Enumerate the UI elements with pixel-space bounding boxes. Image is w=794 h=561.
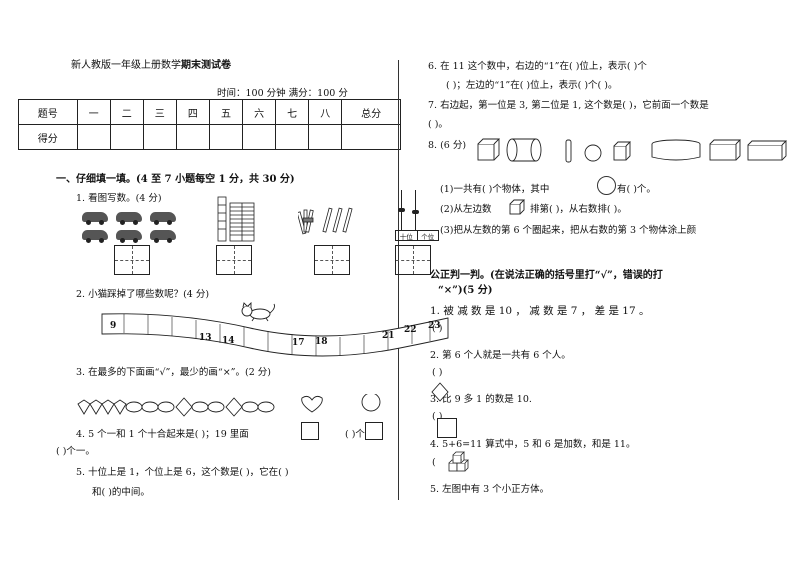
track-number: 17 [292, 338, 305, 348]
judge-1-paren[interactable]: ( ) [432, 323, 443, 334]
question-2: 2. 小猫踩掉了哪些数呢？(4 分) [76, 289, 210, 300]
track-number: 14 [222, 336, 235, 346]
abacus-bead [412, 210, 419, 214]
blank-square-icon [365, 422, 383, 440]
judge-2: 2. 第 6 个人就是一共有 6 个人。 [430, 350, 571, 361]
cube-icon [509, 199, 526, 215]
number-track [101, 313, 449, 357]
section-1-heading: 一、仔细填一填。(4 至 7 小题每空 1 分，共 30 分) [56, 174, 295, 185]
score-input-cell[interactable] [308, 124, 343, 150]
question-4-part: ( )个 [345, 429, 365, 440]
score-input-cell[interactable] [341, 124, 401, 150]
car-icon [150, 230, 176, 243]
column-divider [398, 60, 399, 500]
score-row-label: 得分 [18, 124, 78, 150]
score-input-cell[interactable] [208, 124, 244, 150]
answer-box[interactable] [216, 245, 252, 275]
question-7-cont: ( )。 [428, 119, 448, 130]
question-7: 7. 右边起，第一位是 3, 第二位是 1, 这个数是( )，它前面一个数是 [428, 100, 709, 111]
track-number: 13 [199, 333, 212, 343]
time-score-line: 时间：100 分钟 满分：100 分 [217, 88, 348, 99]
score-table: 题号 一 二 三 四 五 六 七 八 总分 得分 [18, 99, 401, 150]
question-3: 3. 在最多的下面画“√”，最少的画“×”。(2 分) [76, 367, 272, 378]
score-cell: 总分 [341, 99, 401, 125]
square-icon [437, 418, 457, 438]
sphere-icon [597, 176, 616, 195]
score-input-cell[interactable] [76, 124, 111, 150]
blank-square-icon [301, 422, 319, 440]
car-icon [82, 230, 108, 243]
diamond-icon [431, 382, 449, 402]
track-number: 9 [110, 321, 117, 331]
solids-row [477, 138, 788, 163]
abacus-tens-label: 十位 [396, 231, 418, 241]
score-cell: 题号 [18, 99, 78, 125]
question-5: 5. 十位上是 1，个位上是 6，这个数是( )，它在( ) [76, 467, 289, 478]
exam-title: 新人教版一年级上册数学期末测试卷 [71, 60, 231, 71]
abacus-base: 十位 个位 [395, 230, 439, 241]
question-8: 8. (6 分) [428, 140, 467, 151]
question-4: 4. 5 个一和 1 个十合起来是( )；19 里面 [76, 429, 249, 440]
track-number: 23 [428, 321, 441, 331]
judge-3-paren[interactable]: ( ) [432, 411, 443, 422]
score-input-cell[interactable] [275, 124, 310, 150]
abacus-picture: 十位 个位 [395, 190, 439, 241]
question-8-1: (1)一共有( )个物体，其中 [440, 184, 550, 195]
score-input-cell[interactable] [109, 124, 144, 150]
score-input-cell[interactable] [142, 124, 177, 150]
judge-5: 5. 左图中有 3 个小正方体。 [430, 484, 550, 495]
score-cell: 六 [242, 99, 277, 125]
judge-4: 4. 5+6=11 算式中，5 和 6 是加数，和是 11。 [430, 439, 636, 450]
score-cell: 五 [208, 99, 244, 125]
score-cell: 三 [142, 99, 177, 125]
score-cell: 四 [175, 99, 210, 125]
question-8-2-end: 排第( )，从右数排( )。 [530, 204, 627, 215]
question-8-2: (2)从左边数 [440, 204, 492, 215]
question-6: 6. 在 11 这个数中，右边的“1”在( )位上，表示( )个 [428, 61, 647, 72]
score-input-cell[interactable] [175, 124, 210, 150]
answer-box[interactable] [114, 245, 150, 275]
answer-box[interactable] [395, 245, 431, 275]
track-number: 18 [315, 337, 328, 347]
question-8-3: (3)把从左数的第 6 个圈起来，把从右数的第 3 个物体涂上颜 [440, 225, 697, 236]
car-icon [82, 212, 108, 225]
score-cell: 八 [308, 99, 343, 125]
track-number: 22 [404, 325, 417, 335]
score-input-cell[interactable] [242, 124, 277, 150]
judge-2-paren[interactable]: ( ) [432, 367, 443, 378]
question-5-cont: 和( )的中间。 [92, 487, 150, 498]
sticks-bundle-picture [298, 207, 353, 235]
score-table-score-row: 得分 [18, 124, 401, 150]
score-cell: 七 [275, 99, 310, 125]
track-number: 21 [382, 331, 395, 341]
score-cell: 一 [76, 99, 111, 125]
stacked-cubes-icon [448, 451, 469, 472]
judge-4-paren[interactable]: ( [432, 457, 436, 468]
score-cell: 二 [109, 99, 144, 125]
question-1: 1. 看图写数。(4 分) [76, 193, 162, 204]
judge-3: 3. 比 9 多 1 的数是 10. [430, 394, 532, 405]
car-icon [116, 212, 142, 225]
cube-blocks-picture [217, 196, 255, 242]
shapes-row [77, 394, 381, 417]
judge-1: 1. 被 减 数 是 10 ， 减 数 是 7 ， 差 是 17 。 [430, 305, 650, 317]
car-icon [150, 212, 176, 225]
question-6-cont: ( )；左边的“1”在( )位上，表示( )个( )。 [446, 80, 618, 91]
section-2-heading: 公正判一判。(在说法正确的括号里打“√”，错误的打 [430, 270, 663, 281]
abacus-ones-label: 个位 [421, 233, 435, 241]
question-8-1-end: 有( )个。 [617, 184, 656, 195]
car-icon [116, 230, 142, 243]
section-2-heading-cont: “×”)(5 分) [438, 285, 493, 296]
question-4-end: ( )个一。 [56, 446, 95, 457]
cat-icon [241, 302, 275, 322]
score-table-header-row: 题号 一 二 三 四 五 六 七 八 总分 [18, 99, 401, 125]
abacus-bead [398, 208, 405, 212]
answer-box[interactable] [314, 245, 350, 275]
